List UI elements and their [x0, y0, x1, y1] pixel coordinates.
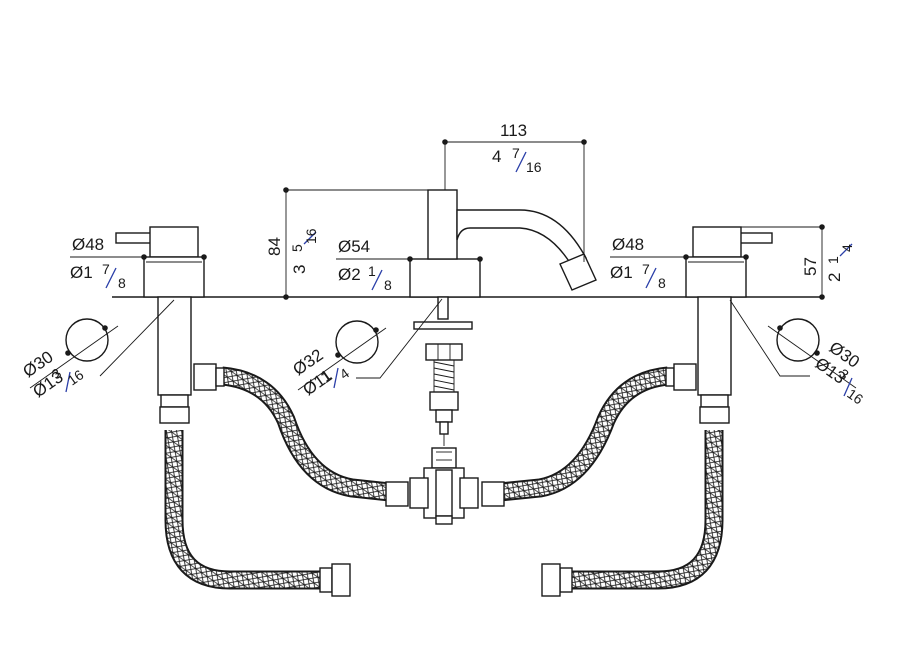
tee-right-port — [459, 477, 479, 509]
right-valve-nut — [700, 394, 729, 408]
left-handle-body — [149, 226, 199, 258]
right-cross-nut-tee — [481, 481, 505, 507]
spout-tail — [437, 296, 449, 320]
dim-handle-height-mm: 57 — [801, 257, 820, 276]
right-supply-nut — [559, 567, 573, 593]
spout-washer — [413, 321, 473, 330]
dim-right-handle-in-whole: Ø1 — [610, 263, 633, 282]
left-handle-lever — [115, 232, 153, 244]
dim-handle-height-in-den: 4 — [839, 244, 855, 252]
left-supply-nut — [319, 567, 333, 593]
right-supply-hose — [541, 430, 724, 597]
right-cross-hose — [481, 363, 697, 507]
dim-right-handle-in-num: 7 — [642, 261, 650, 277]
dim-spout-height-in-den: 16 — [303, 228, 319, 244]
right-hose-nut — [699, 406, 730, 424]
dim-handle-height-in-whole: 2 — [825, 273, 844, 282]
right-handle-body — [692, 226, 742, 258]
left-valve-shank — [157, 296, 192, 396]
tee-bottom-port — [435, 515, 453, 525]
dim-left-hole: Ø30 Ø13 3 16 — [19, 299, 175, 401]
dim-center-hole: Ø32 Ø11 1 4 — [289, 298, 443, 399]
dim-spout-reach-in-whole: 4 — [492, 147, 501, 166]
dim-spout-base-in-whole: Ø2 — [338, 265, 361, 284]
dim-handle-height-in-num: 1 — [825, 256, 841, 264]
left-cross-nut-top — [193, 363, 217, 391]
dim-spout-height-in-num: 5 — [289, 244, 305, 252]
dim-spout-height-mm: 84 — [265, 237, 284, 256]
dim-center-hole-in-den: 4 — [337, 365, 353, 383]
left-cross-hose — [193, 363, 409, 507]
tee-top-nut — [431, 447, 457, 469]
left-hose-nut — [159, 406, 190, 424]
dim-spout-reach-in-num: 7 — [512, 145, 520, 161]
dim-left-handle-in-whole: Ø1 — [70, 263, 93, 282]
dim-spout-base-in-den: 8 — [384, 277, 392, 293]
dim-handle-height: 57 2 1 4 — [741, 224, 855, 300]
dim-spout-reach: 113 4 7 16 — [442, 121, 587, 262]
dim-right-handle-in-den: 8 — [658, 275, 666, 291]
left-hole-symbol — [65, 318, 109, 362]
spout-aerator — [559, 253, 597, 291]
fraction-slash — [515, 151, 527, 173]
dim-spout-height-in-whole: 3 — [290, 265, 309, 274]
dim-left-handle-mm: Ø48 — [72, 235, 104, 254]
left-cross-nut-tee — [385, 481, 409, 507]
left-valve — [115, 226, 205, 424]
spout-body — [427, 189, 458, 260]
dim-spout-reach-mm: 113 — [500, 121, 527, 140]
tee-fitting — [409, 447, 479, 525]
dim-left-handle-in-den: 8 — [118, 275, 126, 291]
dim-right-handle: Ø48 Ø1 7 8 — [610, 235, 749, 291]
right-handle-escutcheon — [685, 256, 747, 298]
spout-escutcheon — [409, 258, 481, 298]
dim-spout-height: 84 3 5 16 — [265, 187, 445, 300]
dim-left-handle-in-num: 7 — [102, 261, 110, 277]
spout — [409, 189, 597, 446]
dim-right-handle-mm: Ø48 — [612, 235, 644, 254]
right-hole-symbol — [776, 318, 820, 362]
left-handle-escutcheon — [143, 256, 205, 298]
spout-thread — [433, 361, 455, 391]
center-hole-symbol — [335, 320, 379, 364]
left-supply-hose — [164, 430, 351, 597]
dim-right-hole: Ø30 Ø13 3 16 — [729, 299, 866, 408]
dim-spout-reach-in-den: 16 — [526, 159, 542, 175]
spout-arm — [456, 209, 587, 267]
right-valve — [685, 226, 773, 424]
dim-left-handle: Ø48 Ø1 7 8 — [70, 235, 207, 291]
dim-spout-base: Ø54 Ø2 1 8 — [336, 237, 483, 293]
right-valve-shank — [697, 296, 732, 396]
right-cross-nut-top — [673, 363, 697, 391]
spout-connector — [429, 391, 459, 411]
dim-spout-base-mm: Ø54 — [338, 237, 370, 256]
dim-spout-base-in-num: 1 — [368, 263, 376, 279]
tee-left-port — [409, 477, 429, 509]
left-valve-nut — [160, 394, 189, 408]
spout-lock-nut — [425, 343, 463, 361]
